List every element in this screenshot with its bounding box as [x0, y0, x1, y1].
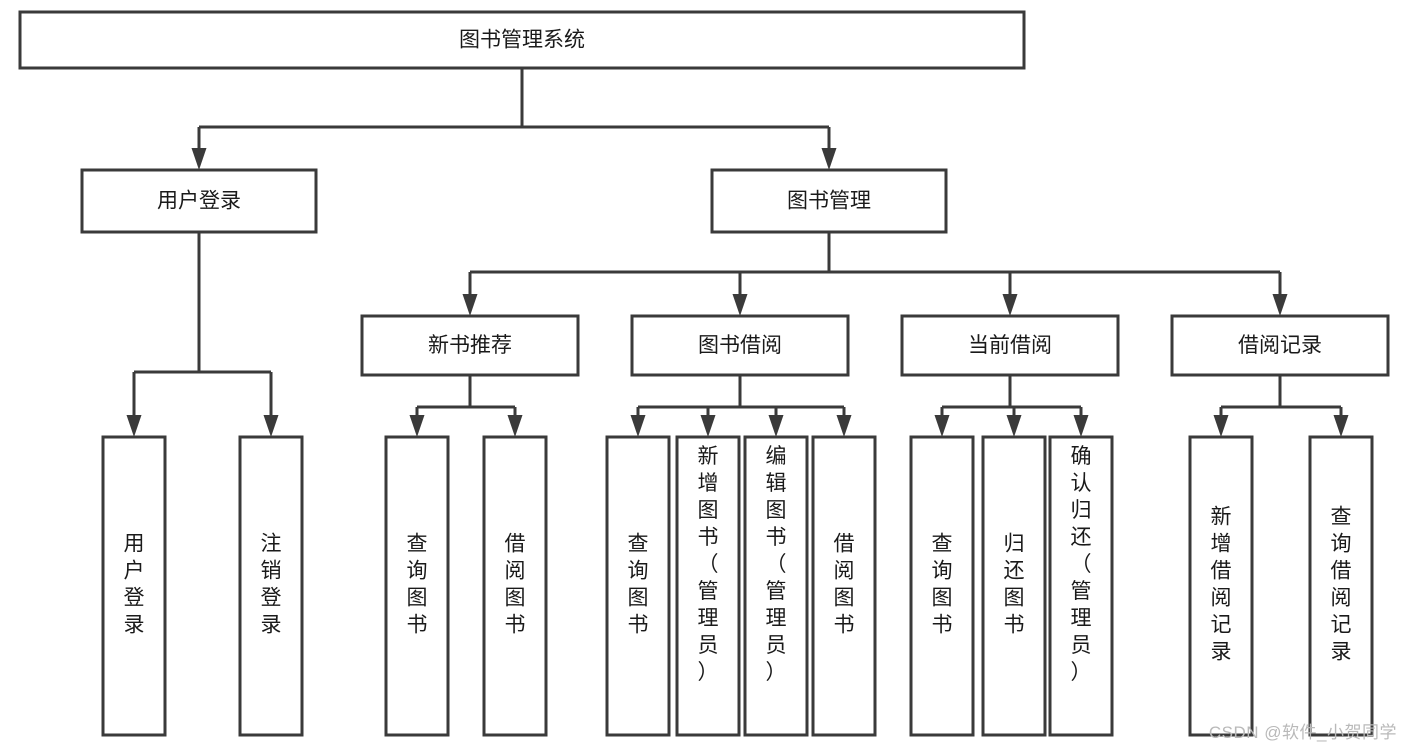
node-leaf-user-login[interactable]: 用户登录: [101, 435, 167, 737]
node-box: [238, 435, 304, 737]
node-label: 归还图书: [1004, 533, 1025, 637]
connector-layer: [126, 68, 1349, 437]
node-label: 借阅图书: [505, 533, 526, 637]
node-box: [909, 435, 975, 737]
node-box: [743, 435, 809, 737]
node-user-login[interactable]: 用户登录: [80, 168, 318, 234]
node-leaf-edit-book[interactable]: 编辑图书（管理员）: [743, 435, 809, 737]
node-box: [675, 435, 741, 737]
node-label: 新增借阅记录: [1211, 506, 1232, 664]
arrow-head-icon: [1213, 415, 1229, 437]
node-leaf-confirm-return[interactable]: 确认归还（管理员）: [1048, 435, 1114, 737]
node-book-manage[interactable]: 图书管理: [710, 168, 948, 234]
node-label: 借阅记录: [1238, 334, 1322, 357]
node-label: 图书管理: [787, 190, 871, 213]
node-label: 查询图书: [932, 533, 953, 637]
node-box: [605, 435, 671, 737]
node-layer: 图书管理系统用户登录图书管理新书推荐图书借阅当前借阅借阅记录用户登录注销登录查询…: [18, 10, 1390, 737]
arrow-head-icon: [836, 415, 852, 437]
arrow-head-icon: [732, 294, 748, 316]
node-leaf-return-book[interactable]: 归还图书: [981, 435, 1047, 737]
node-label: 查询图书: [407, 533, 428, 637]
arrow-head-icon: [507, 415, 523, 437]
node-box: [811, 435, 877, 737]
node-label: 借阅图书: [834, 533, 855, 637]
node-leaf-query-book-2[interactable]: 查询图书: [605, 435, 671, 737]
node-label: 确认归还（管理员）: [1071, 445, 1092, 684]
arrow-head-icon: [700, 415, 716, 437]
arrow-head-icon: [409, 415, 425, 437]
node-new-book-recommend[interactable]: 新书推荐: [360, 314, 580, 377]
node-leaf-borrow-book-1[interactable]: 借阅图书: [482, 435, 548, 737]
node-leaf-borrow-book-2[interactable]: 借阅图书: [811, 435, 877, 737]
arrow-head-icon: [1073, 415, 1089, 437]
node-borrow-record[interactable]: 借阅记录: [1170, 314, 1390, 377]
node-box: [710, 168, 948, 234]
node-current-borrow[interactable]: 当前借阅: [900, 314, 1120, 377]
node-label: 当前借阅: [968, 334, 1052, 357]
node-box: [1170, 314, 1390, 377]
node-box: [482, 435, 548, 737]
node-box: [384, 435, 450, 737]
node-box: [1048, 435, 1114, 737]
node-label: 图书管理系统: [459, 29, 585, 52]
node-leaf-add-book[interactable]: 新增图书（管理员）: [675, 435, 741, 737]
arrow-head-icon: [934, 415, 950, 437]
node-box: [80, 168, 318, 234]
node-leaf-query-record[interactable]: 查询借阅记录: [1308, 435, 1374, 737]
node-box: [1308, 435, 1374, 737]
node-box: [981, 435, 1047, 737]
node-leaf-logout[interactable]: 注销登录: [238, 435, 304, 737]
node-label: 图书借阅: [698, 334, 782, 357]
node-book-borrow[interactable]: 图书借阅: [630, 314, 850, 377]
arrow-head-icon: [768, 415, 784, 437]
node-box: [900, 314, 1120, 377]
arrow-head-icon: [630, 415, 646, 437]
arrow-head-icon: [126, 415, 142, 437]
node-box: [360, 314, 580, 377]
arrow-head-icon: [191, 148, 207, 170]
node-label: 查询借阅记录: [1331, 506, 1352, 664]
node-label: 用户登录: [124, 533, 145, 637]
arrow-head-icon: [1333, 415, 1349, 437]
node-label: 注销登录: [261, 533, 282, 637]
node-box: [630, 314, 850, 377]
node-label: 新书推荐: [428, 334, 512, 357]
node-label: 新增图书（管理员）: [698, 445, 719, 684]
arrow-head-icon: [263, 415, 279, 437]
arrow-head-icon: [1006, 415, 1022, 437]
arrow-head-icon: [462, 294, 478, 316]
node-leaf-query-book-3[interactable]: 查询图书: [909, 435, 975, 737]
node-leaf-add-record[interactable]: 新增借阅记录: [1188, 435, 1254, 737]
node-root-root[interactable]: 图书管理系统: [18, 10, 1026, 70]
node-box: [18, 10, 1026, 70]
node-label: 编辑图书（管理员）: [766, 445, 787, 684]
csdn-watermark: CSDN @软件_小贺同学: [1208, 723, 1397, 742]
arrow-head-icon: [1002, 294, 1018, 316]
arrow-head-icon: [821, 148, 837, 170]
arrow-head-icon: [1272, 294, 1288, 316]
node-box: [101, 435, 167, 737]
node-label: 用户登录: [157, 190, 241, 213]
node-box: [1188, 435, 1254, 737]
node-leaf-query-book-1[interactable]: 查询图书: [384, 435, 450, 737]
node-label: 查询图书: [628, 533, 649, 637]
